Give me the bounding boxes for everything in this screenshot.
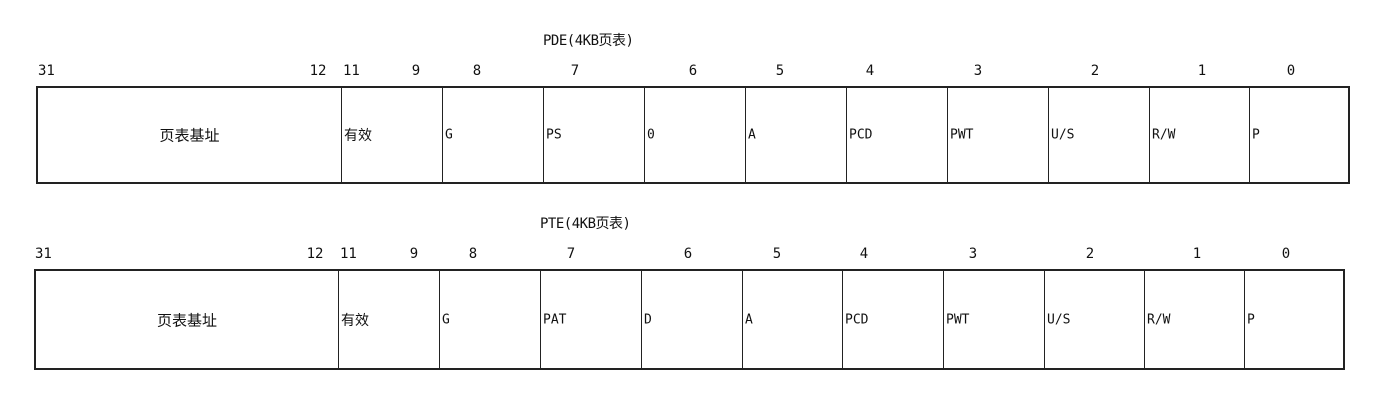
field-label: U/S [1051, 127, 1075, 143]
bit-12-label: 12 [309, 63, 327, 79]
field-label: R/W [1147, 312, 1171, 327]
bit-0-label: 0 [1281, 246, 1291, 262]
field-label: G [445, 127, 453, 143]
field-rw: R/W [1149, 88, 1249, 182]
field-page-table-base: 页表基址 [36, 271, 338, 368]
field-pcd: PCD [846, 88, 947, 182]
field-label: A [745, 312, 753, 327]
field-pat: PAT [540, 271, 641, 368]
field-label: PWT [950, 127, 974, 143]
bit-6-label: 6 [683, 246, 693, 262]
bit-2-label: 2 [1090, 63, 1100, 79]
field-label: R/W [1152, 127, 1176, 143]
field-label: D [644, 312, 652, 327]
field-label: P [1247, 312, 1255, 327]
field-p: P [1249, 88, 1348, 182]
field-label: PCD [849, 127, 873, 143]
bit-12-label: 12 [306, 246, 324, 262]
field-zero: 0 [644, 88, 745, 182]
field-page-table-base: 页表基址 [38, 88, 341, 182]
field-label: 页表基址 [159, 126, 220, 145]
field-pwt: PWT [947, 88, 1048, 182]
bit-7-label: 7 [570, 63, 580, 79]
bit-8-label: 8 [472, 63, 482, 79]
bit-8-label: 8 [468, 246, 478, 262]
pte-register: 页表基址 有效 G PAT D A PCD PWT U/S R/W P [34, 269, 1345, 370]
bit-3-label: 3 [968, 246, 978, 262]
field-us: U/S [1048, 88, 1149, 182]
field-a: A [745, 88, 846, 182]
pde-register: 页表基址 有效 G PS 0 A PCD PWT U/S R/W P [36, 86, 1350, 184]
field-label: 有效 [344, 128, 372, 144]
bit-1-label: 1 [1192, 246, 1202, 262]
field-g: G [439, 271, 540, 368]
field-label: PWT [946, 312, 970, 327]
field-g: G [442, 88, 543, 182]
bit-9-label: 9 [411, 63, 421, 79]
field-label: 页表基址 [156, 311, 218, 329]
bit-2-label: 2 [1085, 246, 1095, 262]
bit-6-label: 6 [688, 63, 698, 79]
field-rw: R/W [1144, 271, 1244, 368]
bit-4-label: 4 [865, 63, 875, 79]
pte-title: PTE(4KB页表) [540, 216, 631, 232]
bit-31-label: 31 [38, 63, 55, 79]
bit-1-label: 1 [1197, 63, 1207, 79]
field-label: PAT [543, 312, 567, 327]
field-label: PCD [845, 312, 869, 327]
field-label: P [1252, 127, 1260, 143]
field-label: A [748, 127, 756, 143]
field-label: 有效 [341, 312, 369, 329]
field-a: A [742, 271, 842, 368]
field-d: D [641, 271, 742, 368]
bit-4-label: 4 [859, 246, 869, 262]
bit-3-label: 3 [973, 63, 983, 79]
field-ps: PS [543, 88, 644, 182]
bit-7-label: 7 [566, 246, 576, 262]
field-label: U/S [1047, 312, 1071, 327]
bit-5-label: 5 [772, 246, 782, 262]
field-label: 0 [647, 127, 655, 143]
field-us: U/S [1044, 271, 1144, 368]
field-pcd: PCD [842, 271, 943, 368]
bit-11-label: 11 [340, 246, 357, 262]
bit-9-label: 9 [409, 246, 419, 262]
field-label: PS [546, 127, 562, 143]
field-avail: 有效 [341, 88, 442, 182]
bit-5-label: 5 [775, 63, 785, 79]
bit-31-label: 31 [35, 246, 52, 262]
field-pwt: PWT [943, 271, 1044, 368]
pde-title: PDE(4KB页表) [543, 33, 634, 49]
field-avail: 有效 [338, 271, 439, 368]
field-label: G [442, 312, 450, 327]
field-p: P [1244, 271, 1343, 368]
bit-0-label: 0 [1286, 63, 1296, 79]
bit-11-label: 11 [343, 63, 360, 79]
